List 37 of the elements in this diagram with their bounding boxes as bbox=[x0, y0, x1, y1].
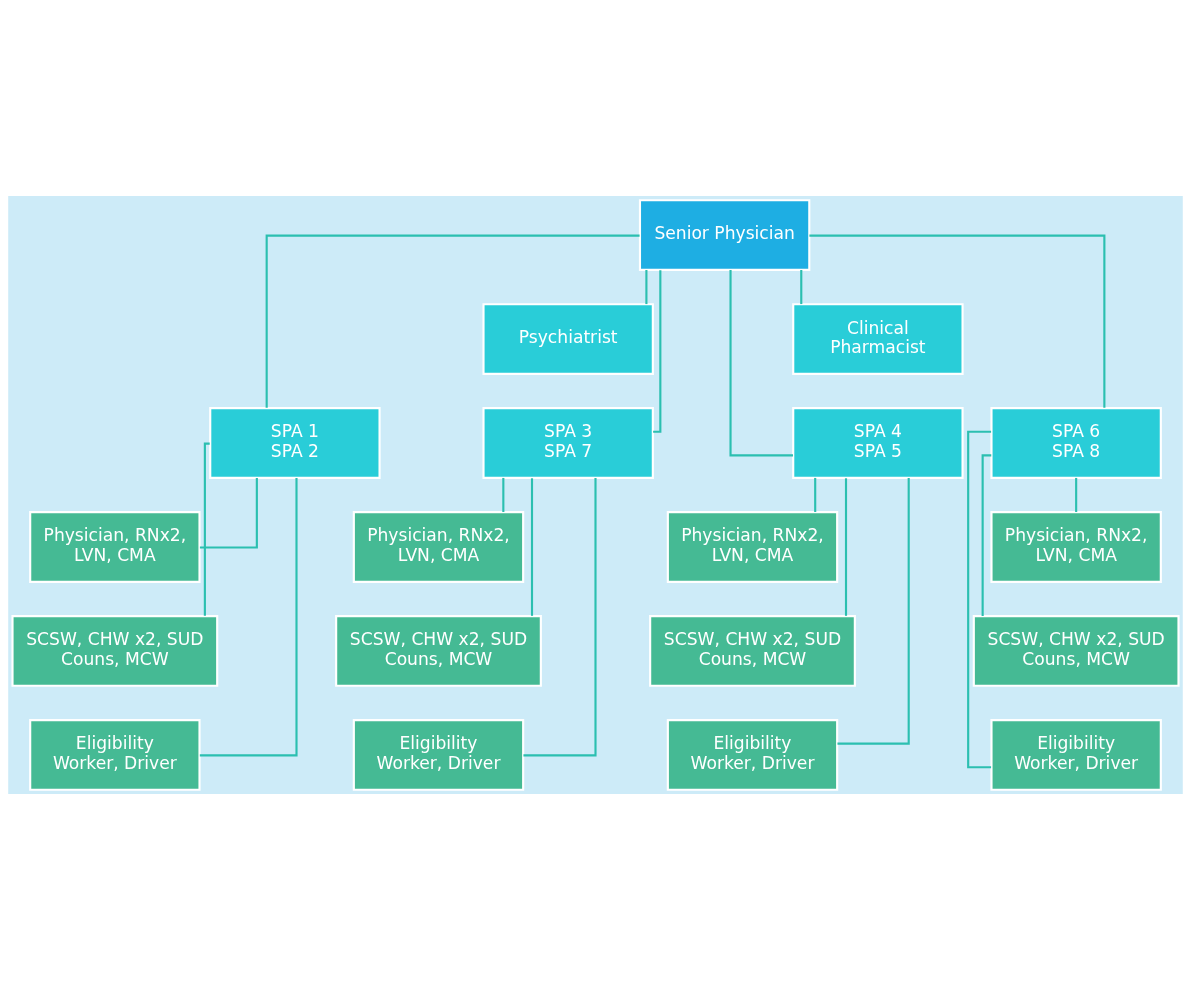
connector bbox=[837, 478, 910, 745]
node-box: SPA 6 SPA 8 bbox=[990, 407, 1162, 479]
connector bbox=[981, 454, 992, 616]
node-box: Senior Physician bbox=[638, 199, 811, 271]
node-box: SCSW, CHW x2, SUD Couns, MCW bbox=[649, 615, 856, 687]
connector bbox=[199, 477, 298, 757]
connector bbox=[199, 478, 258, 549]
node-box: Clinical Pharmacist bbox=[792, 303, 964, 375]
connector bbox=[844, 478, 848, 616]
connector bbox=[967, 430, 992, 769]
node-box: Physician, RNx2, LVN, CMA bbox=[666, 511, 839, 583]
connector bbox=[1075, 477, 1078, 512]
connector bbox=[814, 477, 817, 512]
node-box: SCSW, CHW x2, SUD Couns, MCW bbox=[11, 615, 219, 687]
node-box: SPA 3 SPA 7 bbox=[482, 407, 654, 479]
node-box: Eligibility Worker, Driver bbox=[666, 718, 839, 791]
node-box: Physician, RNx2, LVN, CMA bbox=[990, 511, 1162, 583]
connector bbox=[800, 270, 803, 305]
node-box: Eligibility Worker, Driver bbox=[990, 718, 1162, 791]
connector bbox=[203, 442, 210, 616]
connector bbox=[502, 477, 505, 512]
node-box: Eligibility Worker, Driver bbox=[352, 718, 525, 791]
connector bbox=[530, 478, 534, 616]
connector bbox=[809, 234, 1106, 408]
connector bbox=[645, 270, 648, 305]
node-box: SPA 1 SPA 2 bbox=[209, 407, 381, 479]
connector bbox=[653, 270, 662, 433]
node-box: Physician, RNx2, LVN, CMA bbox=[352, 511, 525, 583]
connector bbox=[265, 234, 640, 408]
node-box: Physician, RNx2, LVN, CMA bbox=[29, 511, 201, 583]
node-box: SCSW, CHW x2, SUD Couns, MCW bbox=[972, 615, 1180, 687]
connector bbox=[729, 270, 793, 457]
node-box: Eligibility Worker, Driver bbox=[29, 718, 201, 791]
node-box: SPA 4 SPA 5 bbox=[792, 407, 964, 479]
node-box: SCSW, CHW x2, SUD Couns, MCW bbox=[335, 615, 542, 687]
node-box: Psychiatrist bbox=[482, 303, 654, 375]
connector bbox=[523, 477, 597, 757]
